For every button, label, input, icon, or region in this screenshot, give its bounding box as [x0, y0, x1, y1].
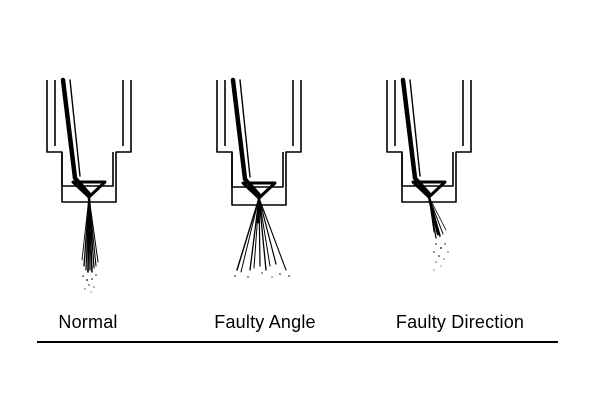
- nozzle-normal: [46, 77, 132, 293]
- nozzle-faulty-angle: [216, 77, 302, 278]
- needle-normal: [60, 77, 91, 196]
- caption-faulty-angle: Faulty Angle: [214, 312, 316, 332]
- caption-normal: Normal: [58, 312, 118, 332]
- spray-normal: [81, 195, 99, 273]
- nozzle-faulty-direction: [386, 77, 472, 271]
- spray-droplets-normal: [82, 274, 97, 293]
- caption-faulty-direction: Faulty Direction: [395, 312, 525, 332]
- needle-faulty-angle: [230, 77, 261, 197]
- spray-faulty-direction: [427, 195, 447, 239]
- needle-faulty-direction: [400, 77, 431, 196]
- nozzle-body-normal: [46, 80, 132, 203]
- valve-seat-normal: [71, 180, 107, 199]
- spray-droplets-faulty-direction: [433, 243, 449, 271]
- valve-seat-faulty-angle: [241, 181, 277, 200]
- nozzle-body-faulty-direction: [386, 80, 472, 203]
- spray-droplets-faulty-angle: [234, 272, 290, 278]
- valve-seat-faulty-direction: [411, 180, 447, 199]
- caption-underline-rule: [37, 341, 558, 343]
- spray-faulty-angle: [236, 196, 287, 273]
- nozzle-body-faulty-angle: [216, 80, 302, 206]
